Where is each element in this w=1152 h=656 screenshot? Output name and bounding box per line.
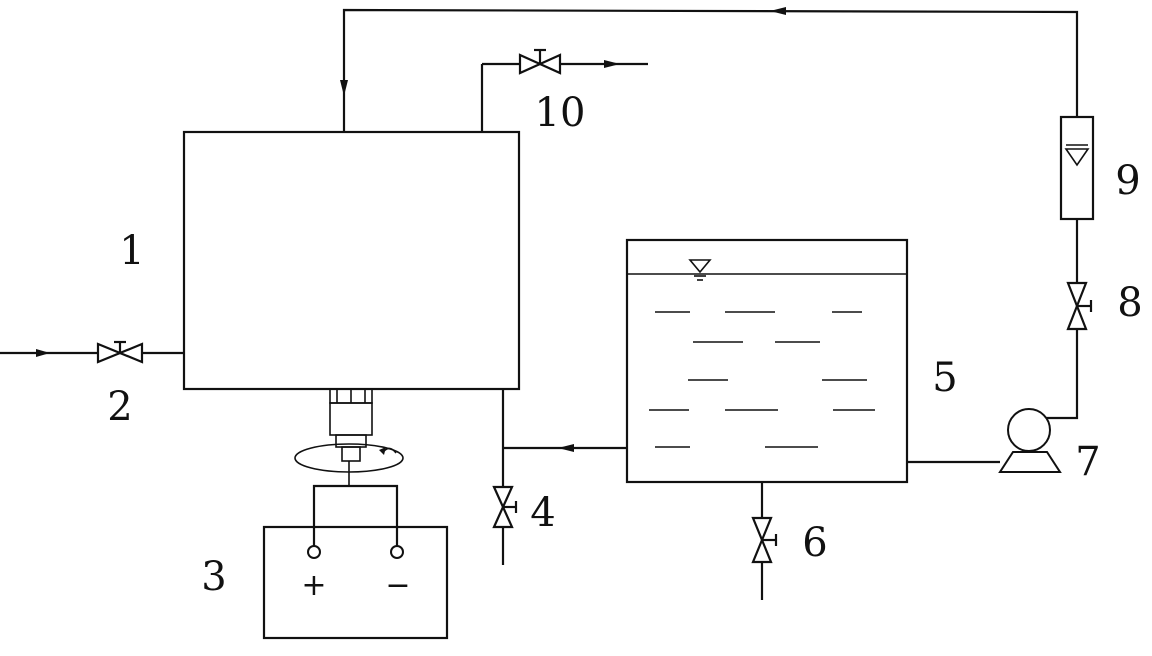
water-hatching bbox=[649, 311, 875, 448]
valve-4[interactable] bbox=[492, 485, 518, 529]
label-power-supply-3: 3 bbox=[201, 554, 226, 600]
flow-arrow bbox=[604, 60, 620, 68]
valve-10[interactable] bbox=[518, 48, 562, 75]
return-pipe bbox=[340, 7, 1079, 132]
reactor-tank bbox=[182, 130, 521, 391]
electrode-assembly bbox=[294, 388, 404, 486]
label-pump-7: 7 bbox=[1075, 439, 1100, 485]
pump[interactable] bbox=[998, 408, 1062, 473]
water-level-icon bbox=[688, 259, 712, 281]
rotation-arrow-icon bbox=[383, 447, 397, 454]
label-tank-1: 1 bbox=[119, 228, 144, 274]
flowmeter bbox=[1059, 115, 1095, 221]
inlet-pipe bbox=[0, 349, 184, 357]
flow-arrow bbox=[770, 7, 786, 15]
label-tank-5: 5 bbox=[932, 355, 957, 401]
storage-tank bbox=[625, 238, 909, 484]
label-flowmeter-9: 9 bbox=[1115, 158, 1140, 204]
positive-sign: + bbox=[301, 568, 326, 603]
label-valve-2: 2 bbox=[107, 384, 132, 430]
label-valve-4: 4 bbox=[530, 490, 555, 536]
pump-line bbox=[907, 219, 1079, 464]
label-valve-6: 6 bbox=[802, 520, 827, 566]
valve-8[interactable] bbox=[1066, 281, 1093, 331]
negative-sign: − bbox=[385, 568, 410, 603]
vent-pipe bbox=[480, 60, 648, 132]
valve-6[interactable] bbox=[751, 516, 778, 564]
negative-terminal bbox=[390, 545, 404, 559]
label-valve-8: 8 bbox=[1117, 280, 1142, 326]
label-valve-10: 10 bbox=[535, 90, 586, 136]
power-wires bbox=[312, 484, 399, 548]
positive-terminal bbox=[307, 545, 321, 559]
transfer-pipe bbox=[501, 389, 627, 565]
float-indicator-icon bbox=[1064, 148, 1090, 167]
flow-arrow bbox=[558, 444, 574, 452]
flow-arrow bbox=[36, 349, 50, 357]
power-supply bbox=[262, 525, 449, 640]
flow-arrow bbox=[340, 80, 348, 96]
valve-2[interactable] bbox=[96, 340, 144, 364]
